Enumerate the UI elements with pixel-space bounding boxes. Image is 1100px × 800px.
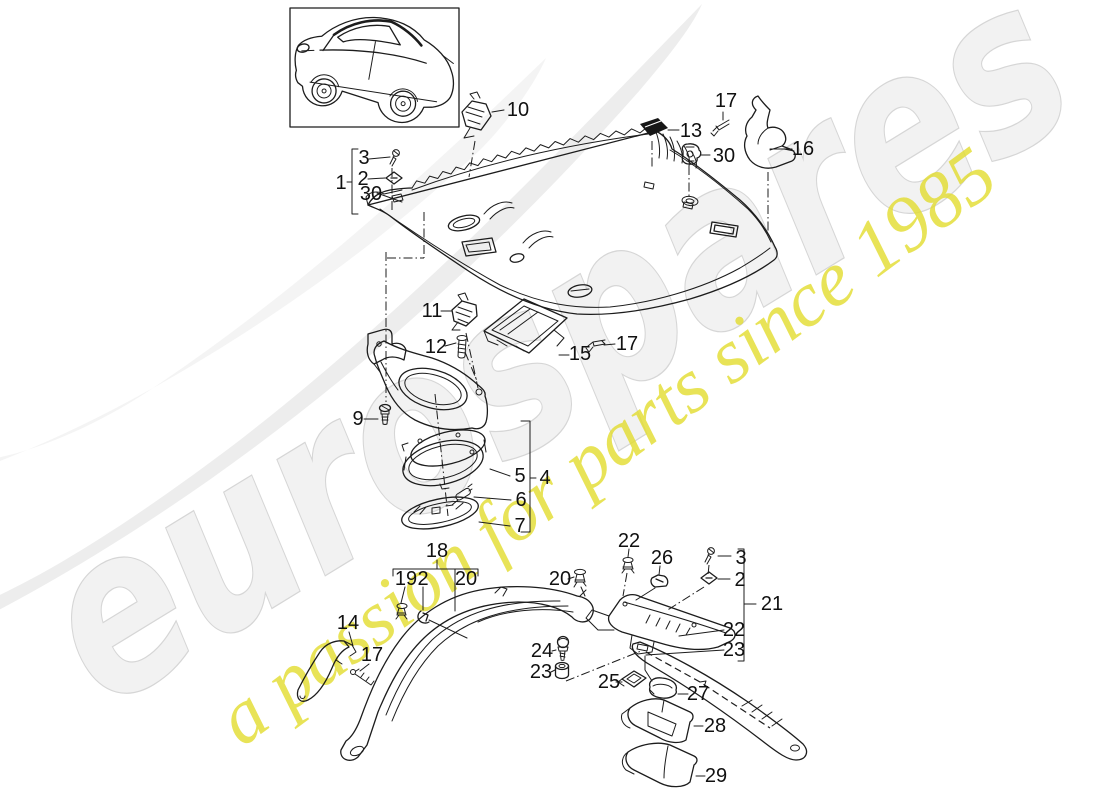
leader-lines <box>346 109 793 777</box>
callout-1: 1 <box>335 172 346 194</box>
callout-17-c: 17 <box>361 644 383 666</box>
callout-2-c: 2 <box>734 569 745 591</box>
callout-2-a: 2 <box>357 168 368 190</box>
callout-15: 15 <box>569 343 591 365</box>
callout-22-a: 22 <box>618 530 640 552</box>
car-inset <box>289 7 460 128</box>
lock-pillar-panel-21 <box>585 593 736 655</box>
callout-19: 19 <box>395 568 417 590</box>
callout-18: 18 <box>426 540 448 562</box>
callout-24: 24 <box>531 640 553 662</box>
callout-22-b: 22 <box>723 619 745 641</box>
clip-26 <box>650 574 669 588</box>
callout-2-b: 2 <box>417 568 428 590</box>
center-lines <box>385 140 769 682</box>
clip-19 <box>395 603 408 620</box>
screw-3-right <box>704 547 715 565</box>
callout-23-b: 23 <box>723 639 745 661</box>
callout-16: 16 <box>792 138 814 160</box>
callout-4: 4 <box>539 467 550 489</box>
callout-7: 7 <box>514 515 525 537</box>
callout-12: 12 <box>425 336 447 358</box>
cover-29 <box>621 742 698 788</box>
screw-17-mid <box>585 339 606 353</box>
callout-3-b: 3 <box>735 547 746 569</box>
pin-17-bottom <box>350 668 375 686</box>
callout-27: 27 <box>687 683 709 705</box>
fastener-10 <box>461 91 492 139</box>
callout-28: 28 <box>704 715 726 737</box>
callout-17-a: 17 <box>715 90 737 112</box>
callout-5: 5 <box>514 465 525 487</box>
callout-14: 14 <box>337 612 359 634</box>
callout-20-b: 20 <box>549 568 571 590</box>
callout-20-a: 20 <box>455 568 477 590</box>
callout-13: 13 <box>680 120 702 142</box>
headliner-panel <box>365 126 778 315</box>
callout-25: 25 <box>598 671 620 693</box>
clip-11 <box>451 292 478 331</box>
clip-22 <box>621 557 635 574</box>
nut-23 <box>554 661 570 680</box>
clip-2-right <box>700 571 718 585</box>
clip-20-b <box>573 568 587 597</box>
screw-9 <box>378 403 392 425</box>
clip-2-left <box>385 171 403 185</box>
callout-21: 21 <box>761 593 783 615</box>
bolt-24 <box>556 635 570 661</box>
clip-2-b <box>417 610 430 624</box>
callout-9: 9 <box>352 408 363 430</box>
callout-6: 6 <box>515 489 526 511</box>
console-frame-15 <box>483 298 568 354</box>
callout-11: 11 <box>422 300 443 322</box>
callout-30-a: 30 <box>360 183 382 205</box>
gutter-strip-14 <box>296 640 357 702</box>
a-pillar-trim <box>340 585 594 761</box>
callout-23-a: 23 <box>530 661 552 683</box>
callout-10: 10 <box>507 99 529 121</box>
pin-17-top <box>710 119 730 137</box>
damping-pad-13 <box>640 118 668 136</box>
diagram <box>289 7 808 788</box>
callout-17-b: 17 <box>616 333 638 355</box>
screw-3-left <box>389 149 400 167</box>
sun-visor <box>366 328 489 431</box>
lamp-ring-5 <box>401 429 487 490</box>
nut-30-top <box>681 143 702 165</box>
callouts: 1 3 2 30 10 13 17 30 16 11 12 15 17 9 5 … <box>335 90 814 787</box>
cap-27 <box>648 677 678 699</box>
lens-7 <box>401 496 479 530</box>
callout-30-b: 30 <box>713 145 735 167</box>
callout-26: 26 <box>651 547 673 569</box>
clip-25 <box>617 670 647 688</box>
callout-29: 29 <box>705 765 727 787</box>
car-icon <box>294 16 455 124</box>
callout-3-a: 3 <box>358 147 369 169</box>
pocket-28 <box>621 698 694 744</box>
sill-trim-band <box>631 641 808 761</box>
